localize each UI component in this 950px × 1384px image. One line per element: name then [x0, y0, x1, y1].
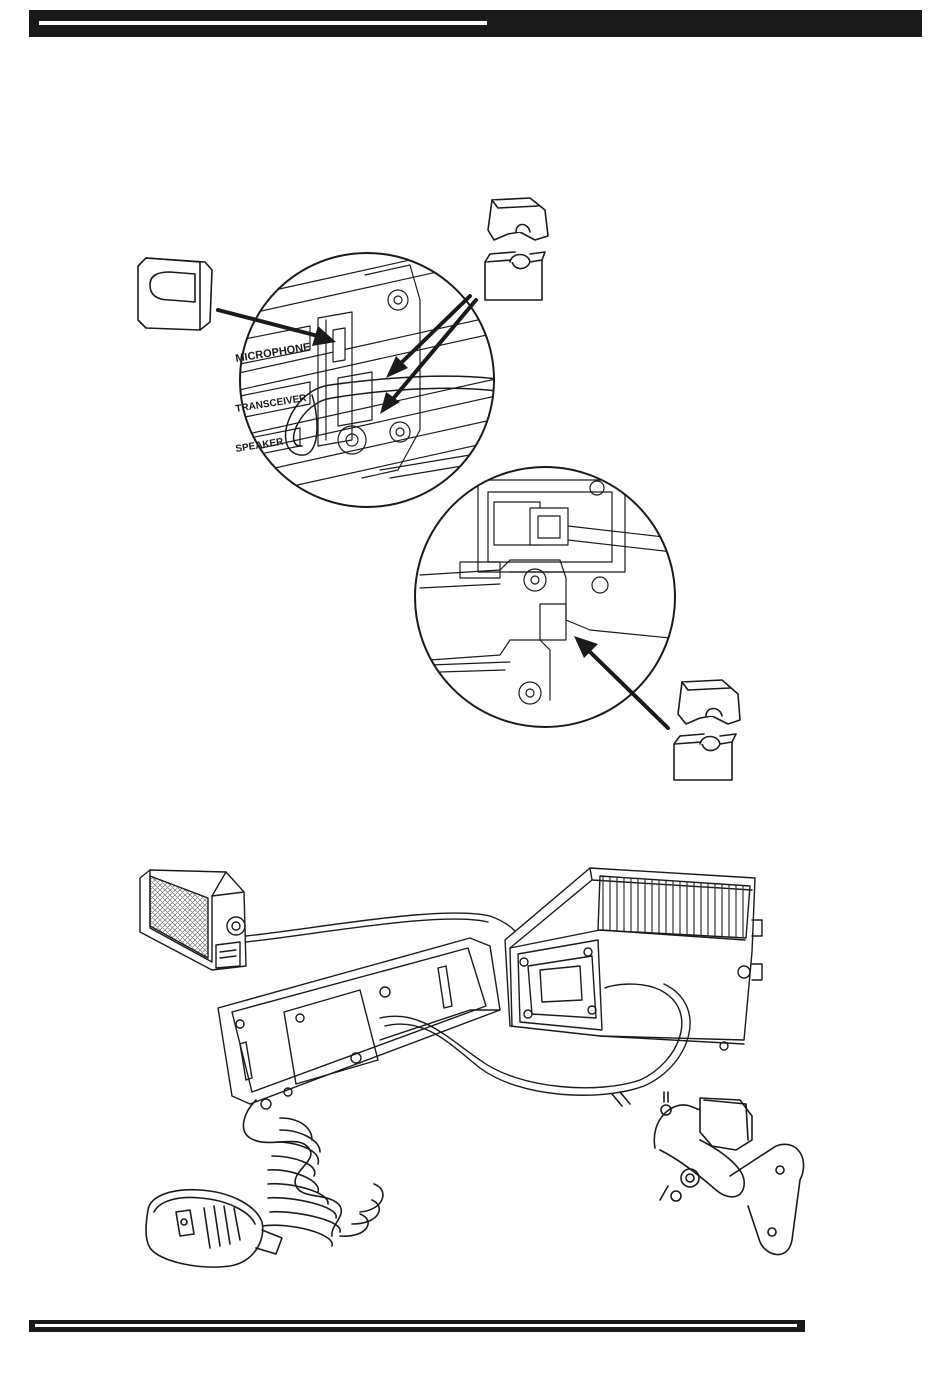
external-speaker-icon [140, 870, 246, 970]
mounting-bracket-icon [654, 1092, 803, 1255]
installation-overview [140, 868, 804, 1267]
detail-circle-transceiver-connector [415, 467, 690, 727]
detail-circle-connector-panel: MICROPHONE TRANSCEIVER SPEAKER [230, 240, 505, 507]
rubber-plug-icon [138, 258, 212, 330]
control-head-panel [218, 938, 500, 1109]
coiled-cord-icon [243, 1100, 382, 1246]
ferrite-clamp-icon-bottom [674, 680, 740, 780]
hand-microphone-icon [146, 1190, 282, 1267]
footer-bar-rule [35, 1324, 797, 1327]
transceiver-unit [505, 868, 762, 1050]
footer-bar [29, 1320, 805, 1332]
ferrite-clamp-icon-top [485, 198, 548, 300]
